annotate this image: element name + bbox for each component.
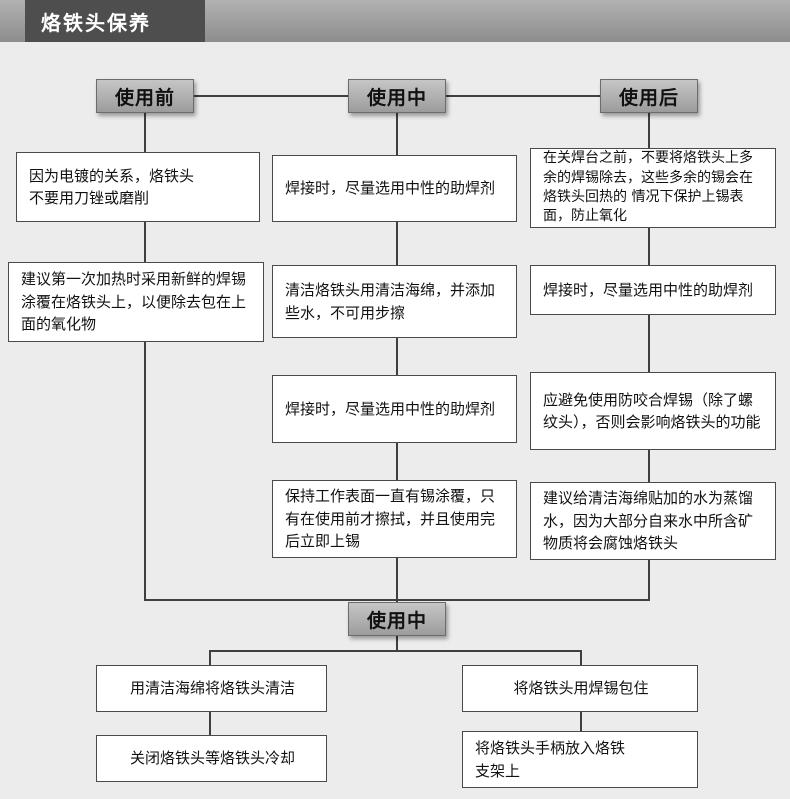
connector-after-5 [648,560,650,601]
connector-after-4 [648,448,650,483]
step-box-during-2: 清洁烙铁头用清洁海绵，并添加些水，不可用步擦 [272,265,517,338]
connector-during-2 [396,222,398,265]
connector-after-2 [648,228,650,266]
step-box-after-4: 建议给清洁海绵贴加的水为蒸馏水，因为大部分自来水中所含矿物质将会腐蚀烙铁头 [530,482,776,560]
step-box-bottom-right-2: 将烙铁头手柄放入烙铁 支架上 [462,731,698,788]
connector-after-1 [648,96,650,149]
connector-branch-left [209,651,211,666]
connector-merge-horizontal [144,599,650,601]
connector-during-1 [396,96,398,156]
connector-branch-horizontal [209,650,582,652]
stage-header-after: 使用后 [600,79,698,113]
step-box-before-2: 建议第一次加热时采用新鲜的焊锡涂覆在烙铁头上，以便除去包在上面的氧化物 [8,262,264,342]
connector-bottom-right-2 [580,712,582,732]
step-box-during-4: 保持工作表面一直有锡涂覆，只有在使用前才擦拭，并且使用完后立即上锡 [272,480,517,558]
step-box-after-1: 在关焊台之前，不要将烙铁头上多余的焊锡除去，这些多余的锡会在烙铁头回热的 情况下… [530,148,776,228]
connector-bottom-stem [396,636,398,651]
step-box-bottom-right-1: 将烙铁头用焊锡包住 [462,665,698,712]
step-box-after-3: 应避免使用防咬合焊锡（除了螺纹头），否则会影响烙铁头的功能 [530,372,776,450]
connector-during-3 [396,338,398,376]
connector-before-2 [144,222,146,262]
stage-header-before: 使用前 [96,79,194,113]
connector-before-1 [144,96,146,152]
step-box-during-3: 焊接时，尽量选用中性的助焊剂 [272,375,517,443]
connector-branch-right [580,651,582,666]
connector-after-3 [648,315,650,373]
connector-during-4 [396,443,398,481]
connector-during-5 [396,555,398,603]
stage-header-during: 使用中 [348,79,446,113]
step-box-during-1: 焊接时，尽量选用中性的助焊剂 [272,155,517,222]
connector-bottom-left-2 [209,712,211,736]
connector-before-3 [144,340,146,601]
stage-header-bottom: 使用中 [348,602,446,636]
step-box-bottom-left-1: 用清洁海绵将烙铁头清洁 [96,665,327,712]
step-box-after-2: 焊接时，尽量选用中性的助焊剂 [530,265,776,315]
page-title: 烙铁头保养 [25,0,205,42]
step-box-bottom-left-2: 关闭烙铁头等烙铁头冷却 [96,735,327,782]
step-box-before-1: 因为电镀的关系，烙铁头 不要用刀锉或磨削 [16,152,260,222]
